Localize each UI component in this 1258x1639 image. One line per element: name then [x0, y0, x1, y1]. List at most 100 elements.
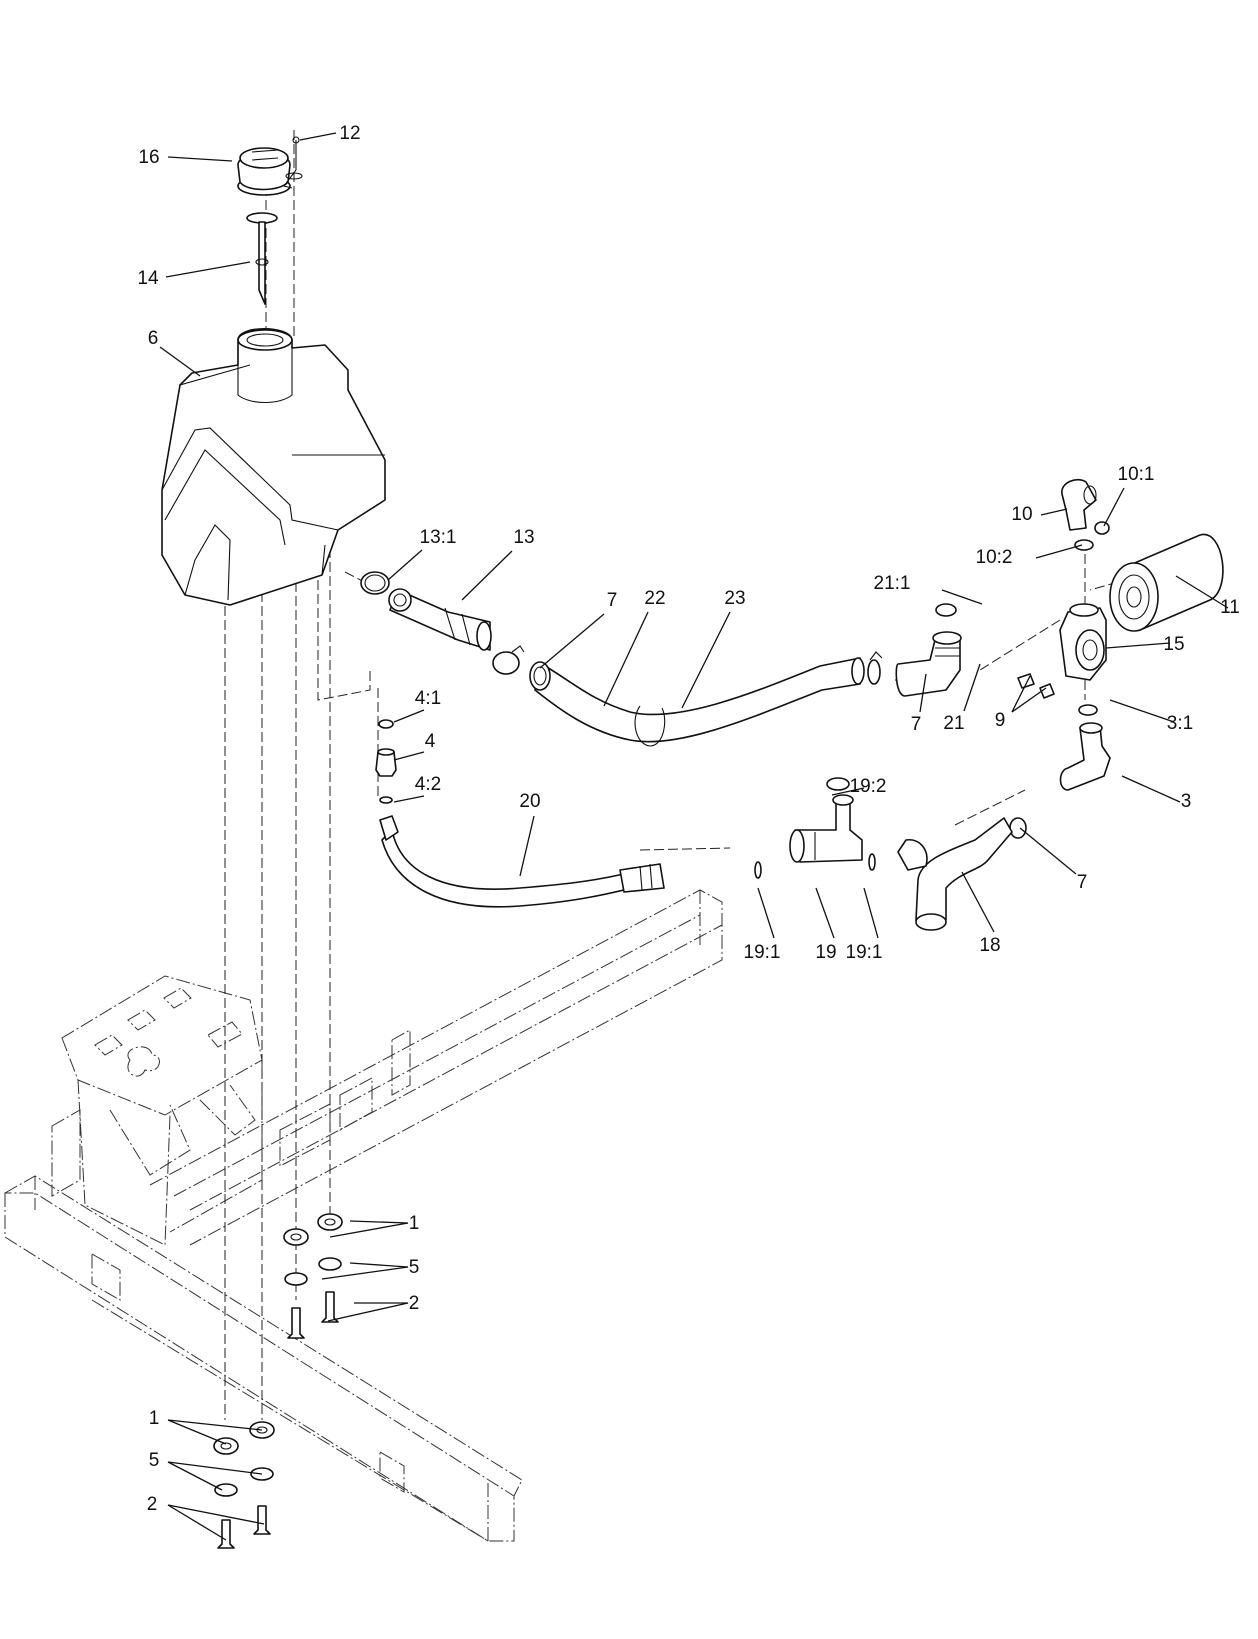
strainer-dipstick	[246, 212, 278, 305]
tee-fitting-19	[789, 794, 863, 863]
hose-18	[897, 817, 1013, 931]
leader-c5b_2	[167, 1461, 223, 1491]
leader-c15	[1105, 642, 1171, 649]
callout-c1a: 1	[409, 1213, 420, 1234]
leader-c19_1a	[757, 887, 775, 939]
callout-c10: 10	[1011, 504, 1032, 525]
chassis-frame	[4, 889, 723, 1542]
hose-20	[379, 815, 665, 908]
callout-c4_2: 4:2	[415, 774, 441, 795]
elbow-21	[895, 631, 962, 697]
callout-c10_2: 10:2	[976, 547, 1013, 568]
callout-c4: 4	[425, 731, 436, 752]
callout-c7c: 7	[1077, 872, 1088, 893]
o-ring-10-1	[1094, 521, 1110, 535]
elbow-3	[1059, 722, 1111, 791]
leader-c9	[1011, 675, 1031, 713]
leader-c19	[815, 887, 835, 939]
elbow-10	[1061, 478, 1097, 531]
callout-c19_1a: 19:1	[744, 942, 781, 963]
callout-c9: 9	[995, 710, 1006, 731]
o-ring-19-2	[826, 777, 850, 791]
callout-c19_1b: 19:1	[846, 942, 883, 963]
leader-c10	[1040, 508, 1068, 516]
leader-c1a_2	[329, 1222, 409, 1238]
leader-c23	[681, 611, 731, 709]
callout-c19_2: 19:2	[850, 776, 887, 797]
leader-c22	[603, 611, 649, 707]
leader-c1a	[349, 1220, 409, 1224]
seat-mount	[61, 975, 263, 1246]
callout-leaders	[159, 132, 1229, 1541]
callout-c21_1: 21:1	[874, 573, 911, 594]
o-ring-4-1	[378, 719, 394, 729]
leader-c16	[167, 156, 233, 162]
hose-22	[529, 657, 865, 743]
callout-c11: 11	[1220, 597, 1240, 618]
leader-c19_1b	[863, 887, 879, 939]
callout-c4_1: 4:1	[415, 688, 441, 709]
callout-c22: 22	[644, 588, 665, 609]
callout-c19: 19	[815, 942, 836, 963]
fitting-4	[375, 748, 397, 777]
callout-c20: 20	[519, 791, 540, 812]
leader-c7c	[1019, 827, 1077, 875]
filter-head-15	[1059, 603, 1107, 681]
leader-c13	[461, 550, 513, 601]
leader-c14	[165, 261, 251, 278]
callout-c13: 13	[513, 527, 534, 548]
callout-c5a: 5	[409, 1257, 420, 1278]
leader-c7a	[539, 613, 605, 669]
retaining-clip	[283, 136, 303, 189]
leader-c5b	[167, 1461, 263, 1475]
hose-clamp-7a	[492, 645, 525, 675]
leader-c5a_2	[321, 1266, 409, 1280]
o-ring-4-2	[379, 796, 393, 804]
leader-c3_1	[1109, 699, 1175, 723]
leader-c18	[961, 871, 995, 933]
leader-c11	[1175, 575, 1229, 609]
callout-c3: 3	[1181, 791, 1192, 812]
callout-c2a: 2	[409, 1293, 420, 1314]
o-ring-10-2	[1074, 539, 1094, 551]
callout-c18: 18	[979, 935, 1000, 956]
o-ring-19-1b	[868, 853, 876, 871]
callout-c6: 6	[148, 328, 159, 349]
callout-c5b: 5	[149, 1450, 160, 1471]
callout-c14: 14	[137, 268, 159, 289]
o-ring-13-1	[360, 571, 390, 595]
alignment-lines	[224, 130, 1119, 1420]
bolts-9	[1017, 673, 1055, 699]
leader-c4_2	[393, 795, 425, 803]
callout-c7b: 7	[911, 714, 922, 735]
o-ring-21-1	[935, 603, 957, 617]
leader-c10_2	[1035, 544, 1083, 559]
hose-clamp-7b	[867, 651, 883, 685]
o-ring-19-1a	[754, 861, 762, 879]
leader-c13_1	[387, 549, 423, 581]
leader-c4	[393, 751, 425, 761]
leader-c6	[159, 346, 201, 377]
callout-c7a: 7	[607, 590, 618, 611]
callout-c10_1: 10:1	[1118, 464, 1155, 485]
upper-mount-hardware	[283, 1213, 343, 1339]
fitting-13	[388, 588, 492, 651]
fuel-cap	[237, 147, 291, 196]
filter-11	[1109, 533, 1224, 632]
leader-c2b_2	[167, 1504, 227, 1541]
leader-c7b	[919, 673, 927, 713]
leader-c20	[519, 815, 535, 877]
leader-c1b_2	[167, 1419, 227, 1445]
leader-c2b	[167, 1504, 265, 1525]
leader-c4_1	[393, 709, 425, 723]
leader-c10_1	[1103, 487, 1125, 527]
lower-mount-hardware	[213, 1421, 275, 1549]
callout-c3_1: 3:1	[1167, 713, 1193, 734]
callout-c16: 16	[138, 147, 159, 168]
leader-c21_1	[941, 589, 983, 605]
callout-c1b: 1	[149, 1408, 160, 1429]
callout-c15: 15	[1163, 634, 1184, 655]
leader-c19_2	[831, 787, 865, 796]
